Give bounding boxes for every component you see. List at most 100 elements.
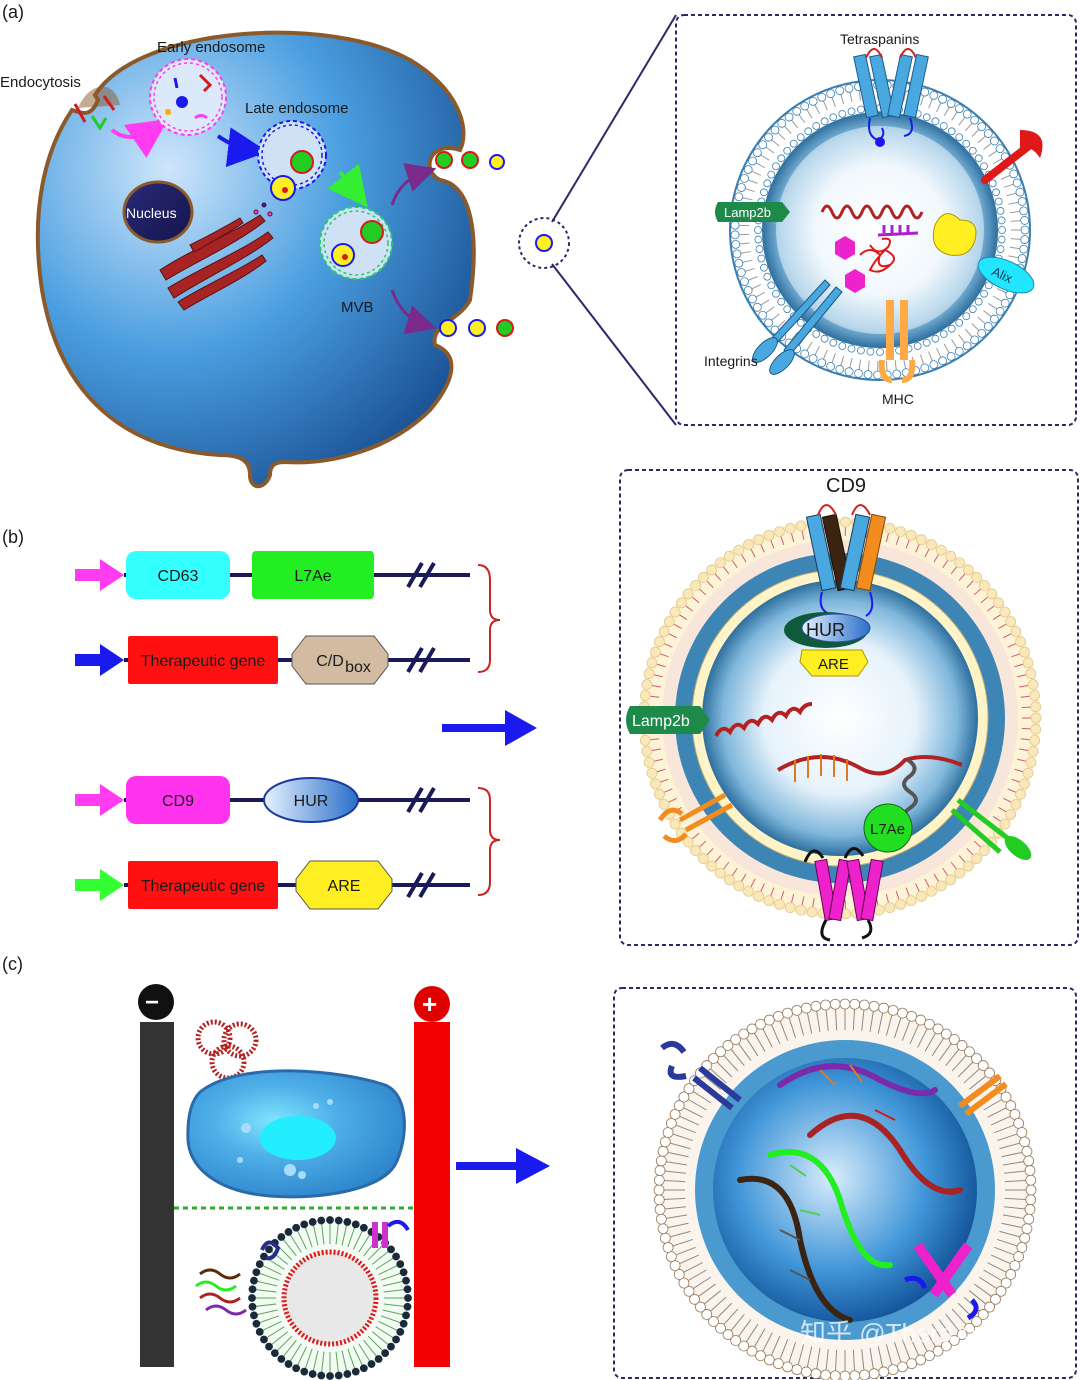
- free-rna: [195, 1268, 247, 1316]
- cargo-rna-cd: [776, 754, 963, 776]
- are-zoom: [799, 649, 869, 677]
- promoter-arrow: [75, 559, 124, 591]
- gene-box: [126, 551, 230, 599]
- cd9-tetraspanin: [805, 504, 887, 617]
- panel-a: (a) Endocytosis Early endosome Lat: [0, 2, 1077, 489]
- cathode-sign: [138, 984, 174, 1020]
- integrin-green-b: [950, 798, 1032, 860]
- fusion-label: C/D: [316, 653, 344, 670]
- cargo-hexagons: [835, 236, 865, 293]
- alix: Alix: [977, 256, 1035, 294]
- cell-c-nucleus: [260, 1116, 336, 1160]
- arrow-to-exosome-b: [442, 710, 537, 746]
- break-mark: [406, 561, 436, 589]
- zoom-source-circle: [518, 217, 570, 269]
- exosome-c-ticks: [779, 1064, 896, 1281]
- gene-label: CD63: [158, 568, 199, 585]
- tetraspanins-label: Tetraspanins: [840, 31, 919, 47]
- mhc: [878, 300, 916, 383]
- mhc-b: [657, 792, 734, 843]
- cd63-tetraspanin: [803, 847, 884, 942]
- panel-a-label: (a): [2, 2, 24, 22]
- early-endosome-label: Early endosome: [157, 39, 265, 56]
- late-endosome-label: Late endosome: [245, 100, 348, 117]
- golgi: [159, 202, 274, 311]
- panel-b-label: (b): [2, 527, 24, 547]
- are-zoom-label: ARE: [818, 656, 849, 673]
- fusion-label: L7Ae: [294, 568, 331, 585]
- l7ae-zoom-label: L7Ae: [870, 821, 905, 838]
- fusion-box: [291, 635, 389, 685]
- break-mark: [406, 786, 436, 814]
- mhc-label: MHC: [882, 391, 914, 407]
- tetraspanins: [853, 48, 929, 147]
- anode: [414, 1022, 450, 1367]
- lamp2b-b: Lamp2b: [626, 706, 710, 734]
- cathode-symbol: −: [145, 989, 159, 1016]
- promoter-arrow: [75, 784, 124, 816]
- liposome-core: [281, 1249, 379, 1347]
- gene-label: Therapeutic gene: [141, 653, 266, 670]
- exosome-c-lipid-heads: [653, 998, 1037, 1380]
- early-endosome-cargo: [165, 73, 213, 120]
- fusion-box: [252, 551, 374, 599]
- hur-zoom-label: HUR: [806, 620, 845, 640]
- cargo-mrna-b: [714, 702, 813, 737]
- cargo-comb: [877, 225, 919, 237]
- nucleus-label: Nucleus: [126, 205, 177, 221]
- zoom-source-exosome: [535, 234, 553, 252]
- gene-box: [126, 776, 230, 824]
- break-mark: [406, 646, 436, 674]
- promoter-arrow: [75, 644, 124, 676]
- mvb-label: MVB: [341, 299, 374, 316]
- nucleus: [122, 180, 194, 244]
- construct-row: Therapeutic gene ARE: [75, 860, 470, 910]
- break-mark: [406, 871, 436, 899]
- released-exosomes-bottom: [439, 319, 514, 337]
- receptor-red: [981, 130, 1043, 184]
- integrins-label: Integrins: [704, 353, 758, 369]
- fusion-box: [295, 860, 393, 910]
- watermark: 知乎 @TheraXyte: [800, 1318, 1006, 1348]
- liposome-proteins: [260, 1219, 410, 1261]
- l7ae-zoom: [863, 803, 913, 853]
- bracket-top: [477, 564, 501, 673]
- lamp2b-a: Lamp2b: [715, 202, 790, 222]
- cd9-label: CD9: [826, 475, 866, 497]
- dna-rings: [195, 1019, 259, 1081]
- cell-c-droplets: [237, 1099, 333, 1179]
- arrow-late-to-mvb: [327, 163, 368, 208]
- gene-box: [128, 861, 278, 909]
- endocytosis-cargo: [73, 95, 116, 131]
- liposome-lipid-heads: [248, 1216, 412, 1380]
- rna-ticks: [794, 754, 848, 782]
- mvb: [319, 206, 393, 280]
- endocytosis-label: Endocytosis: [0, 74, 81, 91]
- arrow-mvb-exit-top: [390, 163, 437, 206]
- gene-label: Therapeutic gene: [141, 878, 266, 895]
- arrow-to-exosome-c: [456, 1148, 550, 1184]
- arrow-early-to-late: [216, 127, 268, 168]
- early-endosome: [149, 58, 227, 136]
- fusion-sub-label: box: [345, 659, 371, 676]
- arrow-endocytosis: [110, 119, 169, 159]
- released-exosomes-top: [435, 151, 505, 170]
- cargo-mirna-tangle: [859, 237, 895, 273]
- arrow-mvb-exit-bottom: [390, 289, 437, 335]
- lamp2b-a-label: Lamp2b: [724, 205, 771, 220]
- gene-label: CD9: [162, 793, 194, 810]
- integrins: [752, 279, 843, 375]
- panel-c: (c) − +: [2, 954, 1077, 1380]
- zoom-line-bottom: [551, 263, 677, 426]
- fusion-label: ARE: [328, 878, 361, 895]
- late-endosome-ilv: [290, 150, 314, 174]
- fusion-box: [263, 777, 359, 823]
- zoom-line-top: [551, 14, 677, 223]
- gene-box: [128, 636, 278, 684]
- construct-row: CD63 L7Ae: [75, 551, 470, 599]
